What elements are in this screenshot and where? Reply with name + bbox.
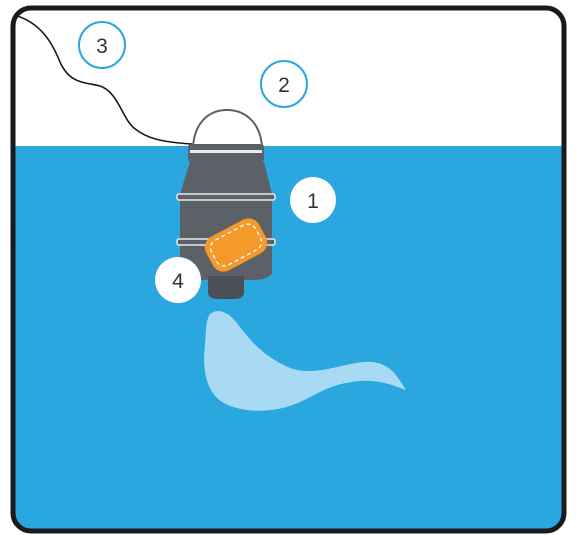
sensor-pad-icon [204,218,268,272]
tether-cable-icon [13,14,193,145]
callout-1-label: 1 [307,190,319,213]
callout-3-label: 3 [96,35,108,58]
callout-4-label: 4 [172,270,184,293]
callout-3: 3 [78,21,126,69]
callout-4: 4 [155,257,201,303]
diagram-frame [10,5,567,534]
device-nozzle [208,276,244,299]
floating-sensor-buoy-icon [176,108,276,299]
discharge-plume-icon [204,311,406,411]
sensor-dome [191,108,264,151]
water-area [13,146,564,531]
callout-2: 2 [260,60,308,108]
callout-2-label: 2 [278,74,290,97]
device-band-upper [176,193,276,201]
callout-1: 1 [290,177,336,223]
